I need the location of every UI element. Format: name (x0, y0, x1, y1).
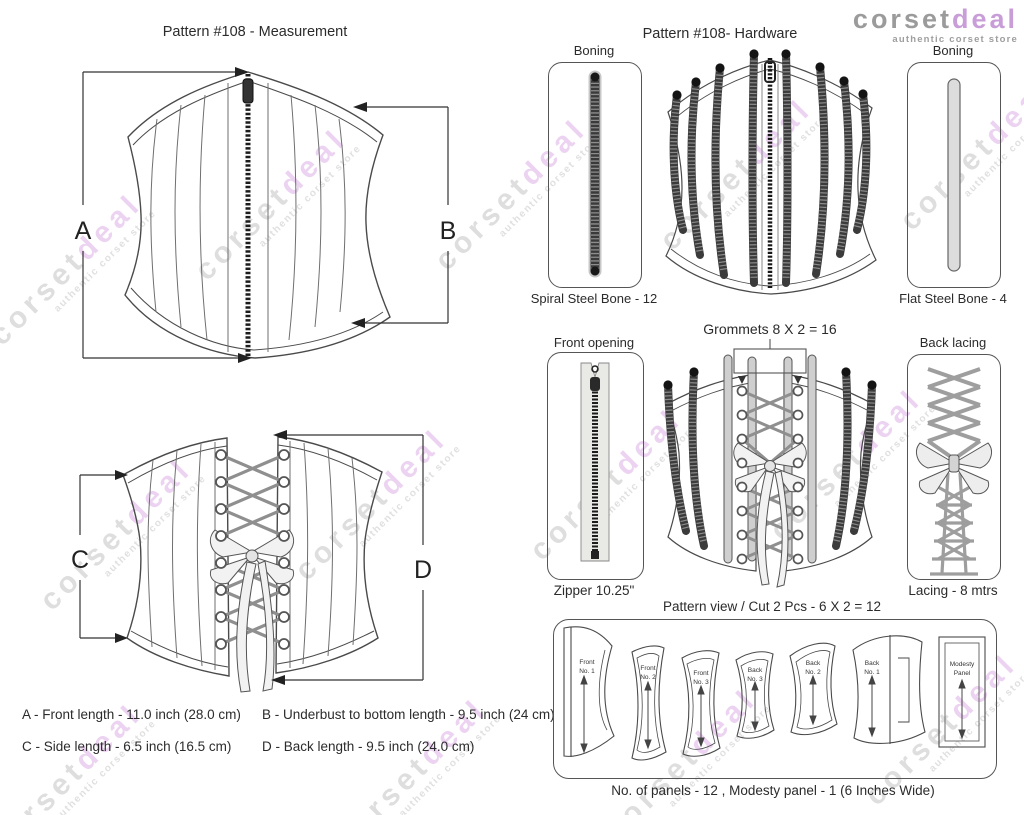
zipper-caption: Zipper 10.25" (553, 583, 635, 598)
pattern-pieces-drawing: Front No. 1 Front No. 2 Front No. 3 Back… (563, 626, 986, 761)
piece-label: No. 3 (747, 676, 763, 683)
pattern-piece-back-1 (852, 635, 926, 744)
piece-label: Front (693, 670, 708, 677)
piece-label: No. 1 (864, 669, 880, 676)
hardware-back-corset-figure (663, 339, 877, 588)
pattern-piece-back-2 (789, 642, 838, 736)
piece-label: Back (865, 660, 880, 667)
back-right-panel (783, 373, 874, 572)
label-C: C (71, 546, 89, 574)
piece-label: Back (748, 667, 763, 674)
measurement-back-corset-figure: C D (71, 430, 432, 693)
grain-arrows (580, 674, 966, 754)
piece-label: Back (806, 660, 821, 667)
piece-label: No. 2 (640, 674, 656, 681)
legend-c: C - Side length - 6.5 inch (16.5 cm) (22, 739, 232, 754)
measure-A (82, 67, 252, 363)
front-opening-box (547, 352, 644, 580)
legend-d: D - Back length - 9.5 inch (24.0 cm) (262, 739, 475, 754)
piece-label: Front (579, 659, 594, 666)
label-A: A (75, 217, 92, 245)
front-zipper (761, 58, 779, 290)
spiral-bone-box (548, 62, 642, 288)
back-left-panel (666, 373, 757, 572)
measurement-front-corset-figure: A B (75, 67, 457, 363)
measurement-title: Pattern #108 - Measurement (162, 24, 348, 40)
piece-label: Front (640, 665, 655, 672)
legend-a: A - Front length - 11.0 inch (28.0 cm) (22, 707, 241, 722)
front-zipper (242, 74, 254, 356)
flat-bone-caption: Flat Steel Bone - 4 (899, 291, 1007, 306)
pattern-piece-front-1 (563, 626, 615, 757)
piece-label: No. 2 (805, 669, 821, 676)
piece-label: Modesty (950, 661, 975, 668)
side-spiral-bones (663, 367, 877, 550)
flat-bone-box (907, 62, 1001, 288)
piece-label: Panel (954, 670, 971, 677)
back-lacing-label: Back lacing (919, 335, 987, 350)
zipper-drawing (580, 362, 610, 562)
spiral-bones (669, 49, 871, 287)
piece-label: No. 3 (693, 679, 709, 686)
lacing-caption: Lacing - 8 mtrs (908, 583, 998, 598)
hardware-title: Pattern #108- Hardware (642, 26, 798, 42)
brand-logo: corsetdeal authentic corset store (853, 6, 1018, 45)
front-opening-label: Front opening (553, 335, 635, 350)
grommets-caption: Grommets 8 X 2 = 16 (703, 321, 837, 337)
back-left-panel (122, 437, 230, 677)
pattern-piece-back-3 (735, 651, 775, 739)
back-laces (741, 389, 799, 561)
corset-outline (124, 71, 391, 359)
spiral-bone-caption: Spiral Steel Bone - 12 (530, 291, 658, 306)
pattern-view-title: Pattern view / Cut 2 Pcs - 6 X 2 = 12 (663, 599, 881, 614)
label-B: B (440, 217, 457, 245)
panels-note: No. of panels - 12 , Modesty panel - 1 (… (611, 783, 935, 798)
back-lacing-box (907, 354, 1001, 580)
pattern-pieces-box: Front No. 1 Front No. 2 Front No. 3 Back… (553, 619, 997, 779)
spiral-steel-bone-drawing (588, 70, 602, 278)
measure-D (271, 430, 424, 685)
pattern-piece-modesty (938, 636, 986, 748)
grommet-callout-bracket (733, 339, 807, 384)
piece-label: No. 1 (579, 668, 595, 675)
hardware-front-corset-figure (665, 49, 877, 295)
boning-right-label: Boning (932, 43, 974, 58)
label-D: D (414, 556, 432, 584)
measure-C (79, 470, 128, 643)
logo-text-deal: deal (951, 4, 1018, 34)
back-right-panel (275, 436, 383, 674)
logo-tagline: authentic corset store (892, 34, 1018, 45)
pattern-piece-front-3 (681, 650, 721, 757)
grommets-left (215, 449, 227, 650)
pattern-piece-front-2 (631, 645, 667, 761)
flat-steel-bone-drawing (947, 78, 961, 272)
measure-B (351, 102, 449, 328)
boning-left-label: Boning (573, 43, 615, 58)
logo-text-corset: corset (852, 4, 952, 34)
lace-bow (209, 529, 295, 693)
grommets-right (278, 449, 290, 650)
grommets-left (736, 385, 748, 565)
legend-b: B - Underbust to bottom length - 9.5 inc… (262, 707, 555, 722)
lacing-drawing (916, 367, 992, 576)
grommets-right (792, 385, 804, 565)
